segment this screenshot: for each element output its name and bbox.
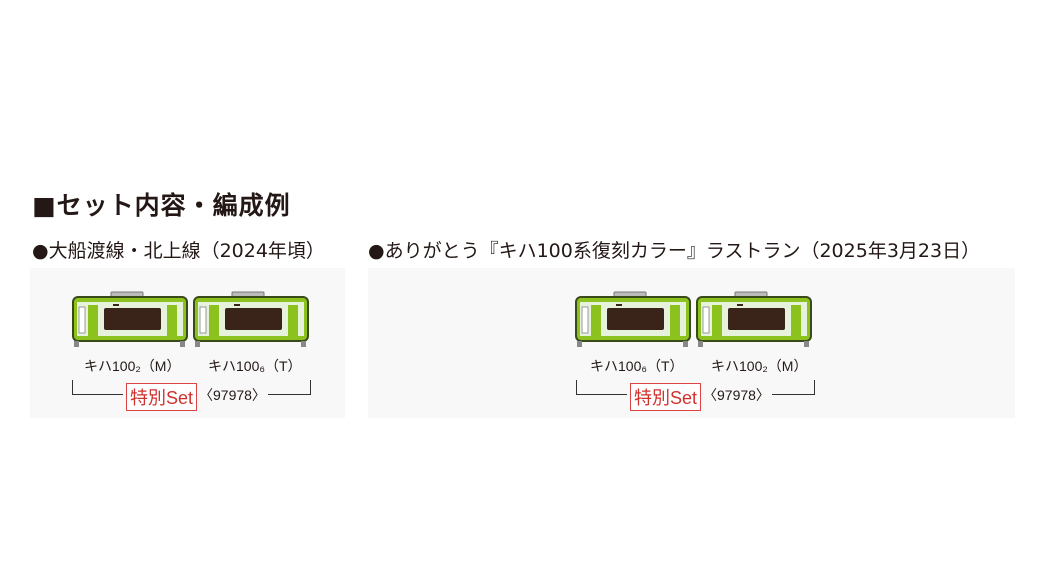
train-car-kiha100-2 — [696, 291, 812, 348]
bracket-left — [576, 380, 627, 395]
car-label: キハ100₂（M） — [711, 358, 808, 374]
bracket-right — [268, 380, 311, 395]
train-car-kiha100-2 — [72, 291, 188, 348]
car-label: キハ100₆（T） — [208, 358, 302, 374]
product-code: 〈97978〉 — [199, 387, 266, 403]
set-1-title: ●大船渡線・北上線（2024年頃） — [32, 240, 325, 262]
set-2-title: ●ありがとう『キハ100系復刻カラー』ラストラン（2025年3月23日） — [368, 240, 981, 262]
special-set-badge: 特別Set — [630, 383, 702, 411]
product-code: 〈97978〉 — [703, 387, 770, 403]
bracket-right — [772, 380, 815, 395]
train-car-kiha100-6 — [575, 291, 691, 348]
special-set-badge: 特別Set — [126, 383, 198, 411]
car-label: キハ100₆（T） — [590, 358, 684, 374]
train-car-kiha100-6 — [193, 291, 309, 348]
car-label: キハ100₂（M） — [84, 358, 181, 374]
bracket-left — [72, 380, 123, 395]
section-heading: ■セット内容・編成例 — [32, 191, 291, 220]
